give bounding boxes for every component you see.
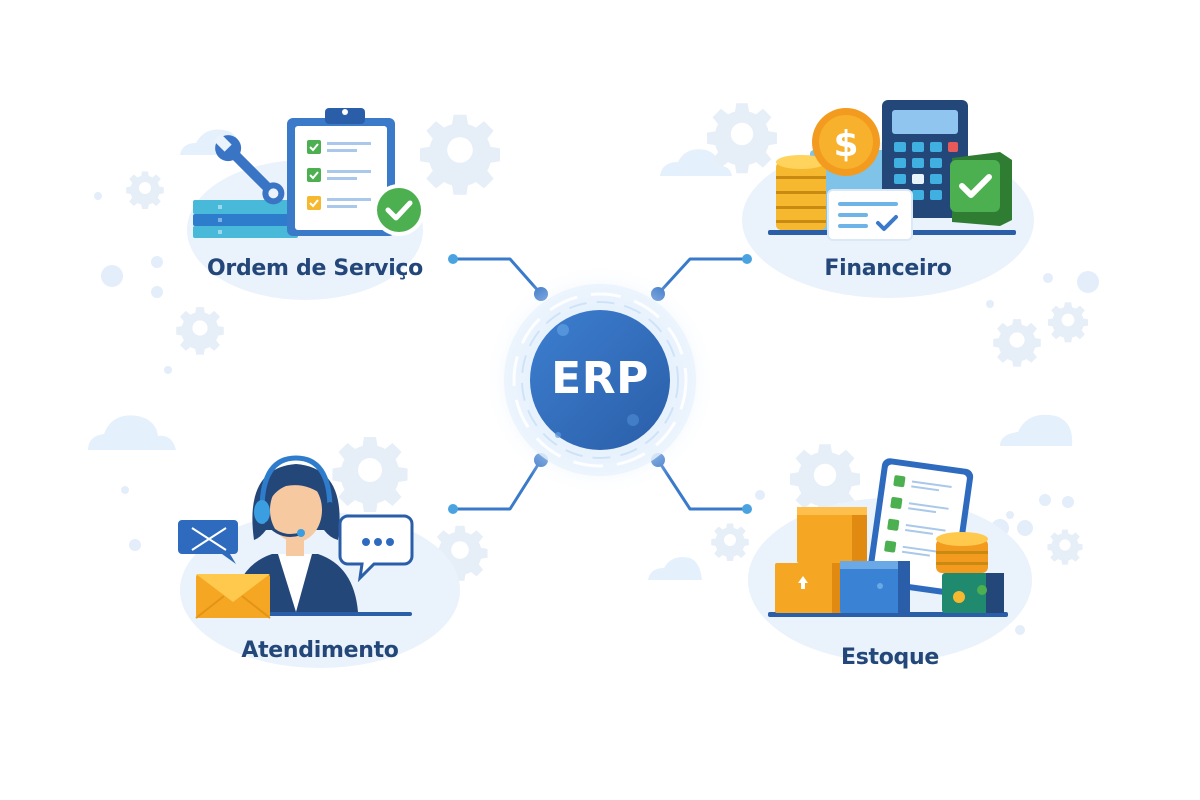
support-agent-icon — [178, 455, 460, 668]
module-estoque: Estoque — [740, 455, 1040, 685]
module-ordem-de-servico: Ordem de Serviço — [175, 90, 455, 300]
module-label-financeiro: Financeiro — [824, 256, 952, 281]
module-label-estoque: Estoque — [841, 645, 939, 670]
erp-label: ERP — [551, 352, 649, 404]
module-label-atendimento: Atendimento — [241, 638, 399, 663]
inventory-boxes-icon — [748, 458, 1032, 662]
clipboard-checklist-icon — [187, 108, 425, 300]
svg-text:$: $ — [833, 124, 858, 165]
erp-hub-graphic — [482, 262, 718, 498]
module-financeiro: $ — [738, 90, 1034, 298]
module-label-ordem-de-servico: Ordem de Serviço — [207, 256, 423, 281]
erp-hub: ERP — [480, 260, 720, 500]
calculator-coins-icon: $ — [742, 100, 1034, 298]
module-atendimento: Atendimento — [170, 440, 470, 680]
